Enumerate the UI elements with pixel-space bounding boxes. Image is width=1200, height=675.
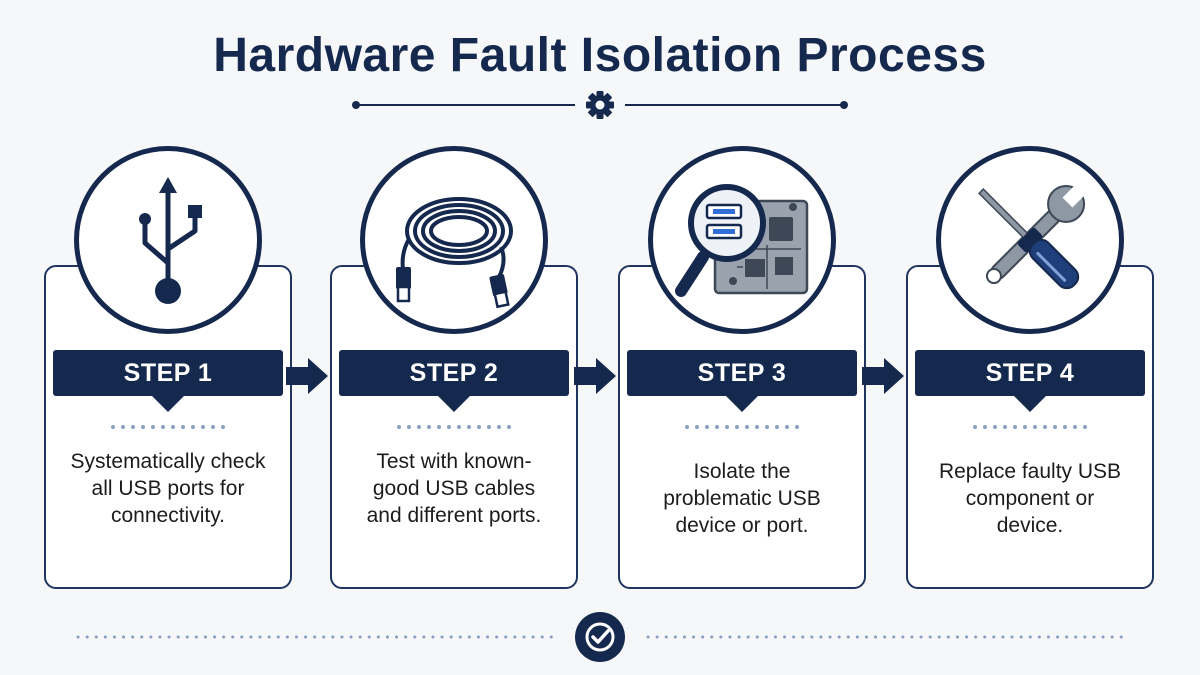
step-4-label: STEP 4 xyxy=(915,350,1145,396)
step-1-label: STEP 1 xyxy=(53,350,283,396)
step-2-icon-circle xyxy=(360,146,548,334)
step-3-label: STEP 3 xyxy=(627,350,857,396)
step-4-description: Replace faulty USB component or device. xyxy=(938,460,1122,537)
title-divider xyxy=(352,91,848,119)
arrow-right-icon xyxy=(286,358,328,394)
step-4-ribbon: STEP 4 xyxy=(915,350,1145,412)
step-3-dots xyxy=(685,425,799,429)
step-1-icon-circle xyxy=(74,146,262,334)
step-4-dots xyxy=(973,425,1087,429)
arrow-right-icon xyxy=(862,358,904,394)
step-2-ribbon: STEP 2 xyxy=(339,350,569,412)
arrow-right-icon xyxy=(574,358,616,394)
step-4-icon-circle xyxy=(936,146,1124,334)
footer-dotted-line-right xyxy=(646,635,1124,639)
checkmark-badge xyxy=(575,612,625,662)
wrench-screwdriver-icon xyxy=(978,183,1087,290)
page-title: Hardware Fault Isolation Process xyxy=(213,29,987,82)
step-3-ribbon: STEP 3 xyxy=(627,350,857,412)
step-1-ribbon: STEP 1 xyxy=(53,350,283,412)
checkmark-icon xyxy=(585,622,615,652)
step-3-description: Isolate the problematic USB device or po… xyxy=(663,460,821,537)
footer-dotted-line-left xyxy=(76,635,554,639)
magnifier-circuit-board-icon xyxy=(675,184,809,297)
step-2-dots xyxy=(397,425,511,429)
gear-icon xyxy=(586,91,614,119)
step-2-description: Test with known-good USB cables and diff… xyxy=(366,450,542,527)
step-2-label: STEP 2 xyxy=(339,350,569,396)
step-3-icon-circle xyxy=(648,146,836,334)
usb-symbol-icon xyxy=(139,177,202,304)
step-1-description: Systematically check all USB ports for c… xyxy=(70,450,266,527)
step-1-dots xyxy=(111,425,225,429)
usb-cable-icon xyxy=(396,197,513,309)
